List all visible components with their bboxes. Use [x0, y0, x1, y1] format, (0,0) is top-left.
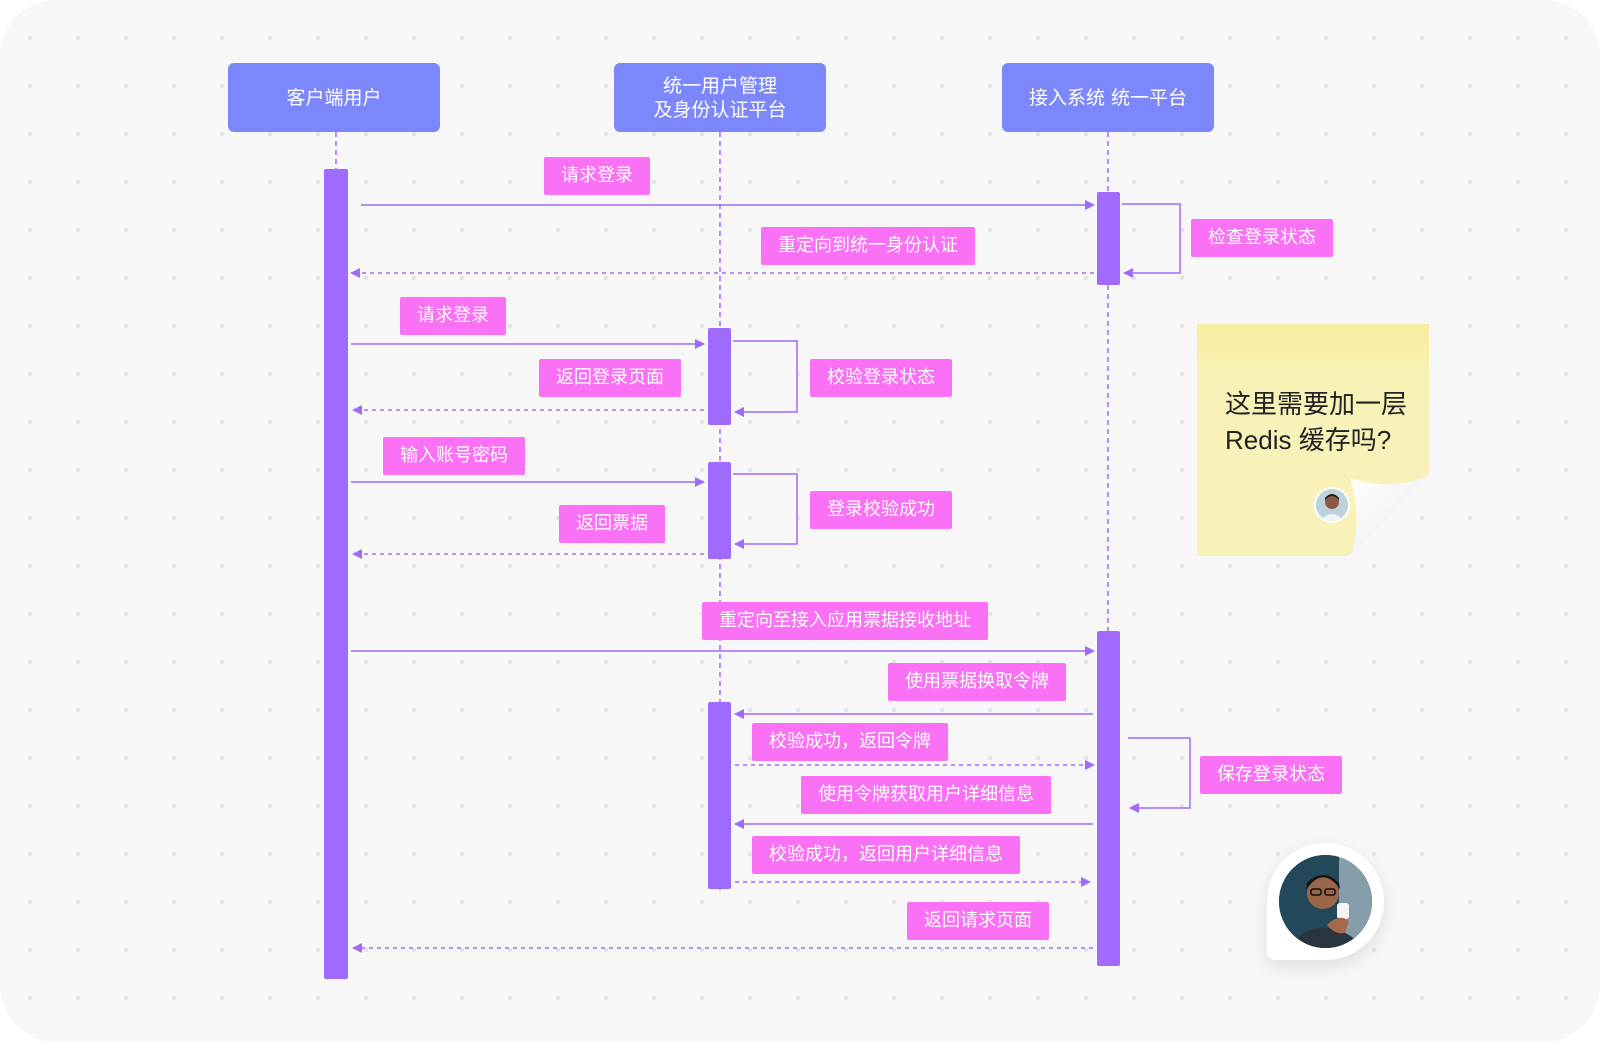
label-return-ticket[interactable]: 返回票据	[559, 505, 665, 543]
label-login-success[interactable]: 登录校验成功	[810, 491, 952, 529]
sticky-note-line2: Redis 缓存吗?	[1225, 425, 1392, 455]
label-request-login-2[interactable]: 请求登录	[400, 297, 506, 335]
arrow-save-login-self	[1128, 737, 1191, 813]
sticky-note-line1: 这里需要加一层	[1225, 389, 1408, 419]
label-return-request-page[interactable]: 返回请求页面	[907, 902, 1049, 940]
activation-auth-1	[708, 328, 731, 425]
sticky-note-text: 这里需要加一层 Redis 缓存吗?	[1225, 386, 1425, 458]
label-verify-login[interactable]: 校验登录状态	[810, 359, 952, 397]
arrow-verify-login-self	[733, 340, 798, 417]
label-redirect-ticket-address[interactable]: 重定向至接入应用票据接收地址	[702, 602, 988, 640]
label-return-user-info[interactable]: 校验成功，返回用户详细信息	[752, 836, 1020, 874]
activation-auth-3	[708, 702, 731, 889]
activation-platform-2	[1097, 631, 1120, 966]
user-avatar-icon[interactable]	[1314, 487, 1350, 523]
activation-auth-2	[708, 462, 731, 559]
actor-platform-label: 接入系统 统一平台	[1028, 86, 1188, 109]
label-redirect-auth[interactable]: 重定向到统一身份认证	[761, 227, 975, 265]
label-return-login-page[interactable]: 返回登录页面	[539, 359, 681, 397]
label-check-login[interactable]: 检查登录状态	[1191, 219, 1333, 257]
actor-auth-label-line1: 统一用户管理	[662, 74, 777, 97]
label-request-login-1[interactable]: 请求登录	[544, 157, 650, 195]
actor-client-label: 客户端用户	[286, 86, 382, 109]
label-get-user-info[interactable]: 使用令牌获取用户详细信息	[801, 776, 1051, 814]
actor-auth-platform[interactable]: 统一用户管理 及身份认证平台	[614, 63, 826, 132]
label-save-login[interactable]: 保存登录状态	[1200, 756, 1342, 794]
avatar-small-graphic	[1316, 489, 1348, 521]
sticky-note-curl	[1350, 474, 1430, 556]
activation-client	[324, 169, 348, 979]
actor-unified-platform[interactable]: 接入系统 统一平台	[1002, 63, 1214, 132]
arrow-check-login-self	[1122, 203, 1181, 278]
user-avatar-icon[interactable]	[1279, 855, 1372, 948]
label-input-credentials[interactable]: 输入账号密码	[383, 437, 525, 475]
actor-auth-label-line2: 及身份认证平台	[653, 98, 787, 121]
arrow-login-success-self	[733, 473, 798, 549]
avatar-large-graphic	[1279, 855, 1372, 948]
label-return-token[interactable]: 校验成功，返回令牌	[752, 723, 948, 761]
activation-platform-1	[1097, 192, 1120, 285]
label-exchange-token[interactable]: 使用票据换取令牌	[888, 663, 1066, 701]
actor-client[interactable]: 客户端用户	[228, 63, 440, 132]
